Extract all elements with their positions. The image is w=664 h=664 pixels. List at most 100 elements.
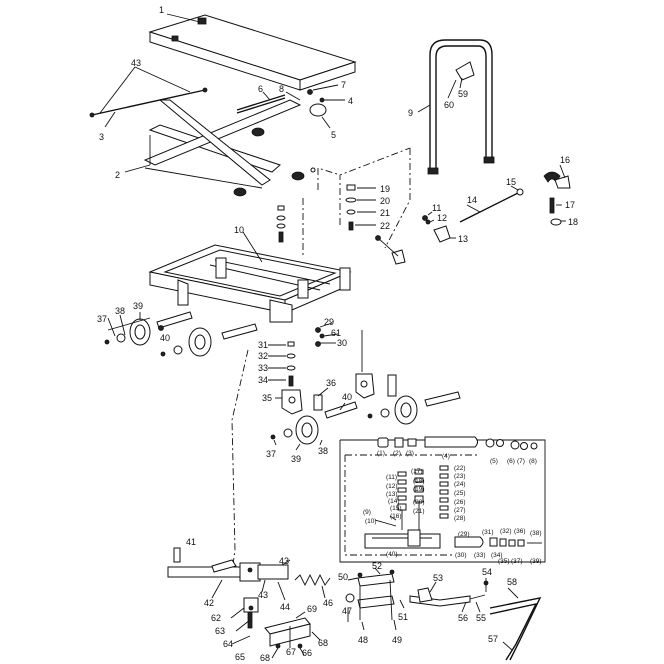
hydraulic-cylinder [167, 559, 289, 582]
label-14: 14 [467, 195, 477, 205]
label-22: 22 [380, 221, 390, 231]
base-frame [148, 244, 352, 323]
pump-label-33: (33) [474, 552, 486, 559]
pump-label-35: (35) [498, 558, 510, 565]
label-38-lower: 38 [318, 446, 328, 456]
pump-label-25: (25) [454, 490, 466, 497]
label-10: 10 [234, 225, 244, 235]
label-37-lower: 37 [266, 449, 276, 459]
pump-label-20: (20) [413, 499, 425, 506]
scissor-arms [143, 99, 316, 197]
pump-label-23: (23) [454, 473, 466, 480]
pump-label-26: (26) [454, 499, 466, 506]
linkage-assembly [345, 567, 395, 621]
label-47: 47 [342, 606, 352, 616]
label-9: 9 [408, 108, 413, 118]
label-33: 33 [258, 363, 268, 373]
pump-label-34: (34) [491, 552, 503, 559]
label-38-upper: 38 [115, 306, 125, 316]
label-53: 53 [433, 573, 443, 583]
label-61: 61 [331, 328, 341, 338]
handle-frame [427, 39, 495, 175]
release-rod [459, 188, 524, 223]
label-29: 29 [324, 317, 334, 327]
pump-label-18: (18) [413, 478, 425, 485]
label-6: 6 [258, 84, 263, 94]
label-57: 57 [488, 634, 498, 644]
label-39-upper: 39 [133, 301, 143, 311]
label-64: 64 [223, 639, 233, 649]
label-36: 36 [326, 378, 336, 388]
long-bolt [89, 87, 208, 118]
pump-label-27: (27) [454, 507, 466, 514]
label-58: 58 [507, 577, 517, 587]
part-number-labels: 1 2 3 4 5 6 7 8 9 10 11 12 13 14 15 16 1… [97, 5, 578, 663]
label-40-upper: 40 [160, 333, 170, 343]
label-63: 63 [215, 626, 225, 636]
pump-label-30: (30) [455, 552, 467, 559]
label-42: 42 [204, 598, 214, 608]
label-35: 35 [262, 393, 272, 403]
pump-label-31: (31) [482, 529, 494, 536]
caster-left [281, 389, 303, 415]
label-7: 7 [341, 80, 346, 90]
label-1: 1 [159, 5, 164, 15]
pump-label-32: (32) [500, 528, 512, 535]
pump-label-12: (12) [386, 483, 398, 490]
caster-right [355, 330, 375, 399]
pump-label-13: (13) [386, 491, 398, 498]
pump-label-5: (5) [490, 458, 498, 465]
pump-label-29: (29) [458, 531, 470, 538]
pump-label-40: (40) [386, 551, 398, 558]
label-56: 56 [458, 613, 468, 623]
label-48: 48 [358, 635, 368, 645]
label-32: 32 [258, 351, 268, 361]
label-31: 31 [258, 340, 268, 350]
pump-label-2: (2) [393, 450, 401, 457]
pump-label-11: (11) [386, 474, 397, 481]
label-16: 16 [560, 155, 570, 165]
pump-label-24: (24) [454, 481, 466, 488]
label-50: 50 [338, 572, 348, 582]
label-51: 51 [398, 612, 408, 622]
wheel-upper-left [104, 317, 151, 346]
label-68-left: 68 [260, 653, 270, 663]
pump-label-16: (16) [390, 513, 402, 520]
label-43-mid: 43 [258, 590, 268, 600]
pump-label-3: (3) [406, 450, 414, 457]
pump-label-14: (14) [388, 498, 400, 505]
release-latch [543, 171, 571, 189]
pump-label-15: (15) [390, 505, 402, 512]
pump-label-39: (39) [530, 558, 542, 565]
label-18: 18 [568, 217, 578, 227]
pump-label-9: (9) [363, 509, 371, 516]
pump-label-21: (21) [413, 508, 425, 515]
label-62: 62 [211, 613, 221, 623]
foot-pedal-handle [489, 597, 542, 661]
label-60: 60 [444, 100, 454, 110]
label-2: 2 [115, 170, 120, 180]
label-11: 11 [432, 203, 441, 213]
wheel-right [367, 391, 461, 425]
label-13: 13 [458, 234, 468, 244]
label-59: 59 [458, 89, 468, 99]
foot-pedal-bracket [230, 597, 321, 659]
pump-label-28: (28) [454, 515, 466, 522]
wheel-lower-left [160, 323, 258, 357]
label-4: 4 [348, 96, 353, 106]
label-5: 5 [331, 130, 336, 140]
label-17: 17 [565, 200, 575, 210]
label-34: 34 [258, 375, 268, 385]
pump-detail-box [339, 436, 546, 563]
label-46: 46 [323, 598, 333, 608]
label-54: 54 [482, 567, 492, 577]
pump-label-10: (10) [365, 518, 377, 525]
axle-rod [236, 94, 286, 114]
pump-part-labels: (1) (2) (3) (4) (5) (6) (7) (8) (9) (10)… [363, 450, 542, 565]
label-39-lower: 39 [291, 454, 301, 464]
pump-label-22: (22) [454, 465, 466, 472]
pump-label-1: (1) [377, 450, 385, 457]
label-67: 67 [286, 647, 296, 657]
